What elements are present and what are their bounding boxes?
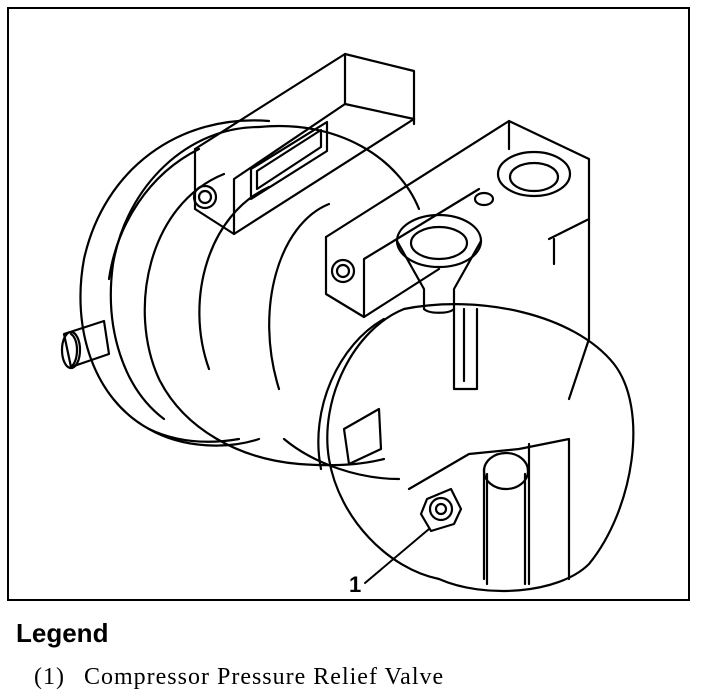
legend-item-text: Compressor Pressure Relief Valve <box>83 664 445 690</box>
legend-title: Legend <box>16 618 109 648</box>
pressure-relief-valve <box>419 487 463 533</box>
callout-label: 1 <box>349 572 361 597</box>
upper-mounting-ear <box>192 52 416 236</box>
callout-leader-line <box>364 528 430 584</box>
clutch-pulley <box>79 119 271 447</box>
manifold-block <box>324 119 591 401</box>
valve-boss <box>407 437 571 586</box>
shaft-nub <box>60 319 111 370</box>
compressor-illustration: 1 <box>60 52 635 597</box>
legend-item: (1) Compressor Pressure Relief Valve <box>34 664 444 691</box>
legend-item-number: (1) <box>34 664 65 690</box>
compressor-body <box>143 124 421 481</box>
diagram-frame: 1 <box>7 7 690 601</box>
suction-port <box>395 213 483 314</box>
